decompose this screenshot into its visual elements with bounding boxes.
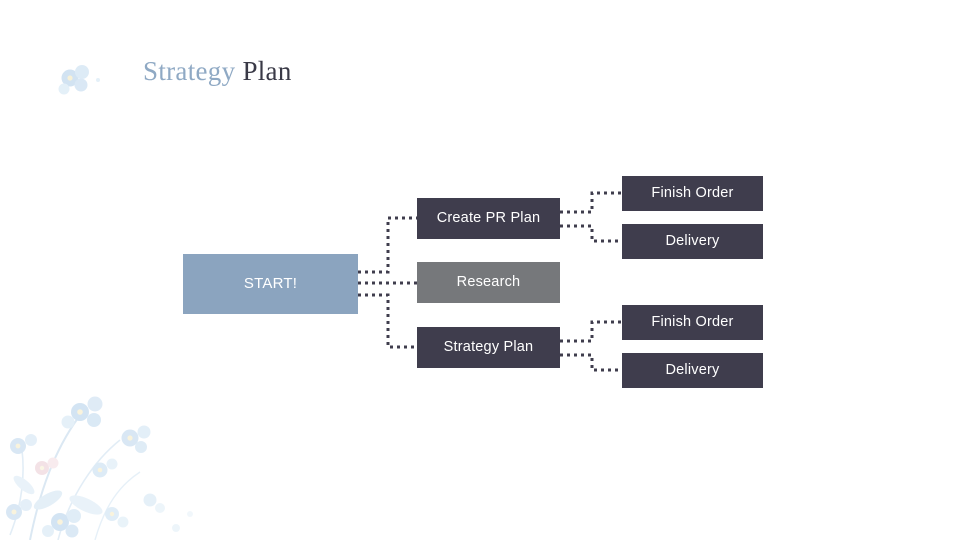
node-delivery-top[interactable]: Delivery: [622, 224, 763, 259]
page-title: Strategy Plan: [143, 56, 292, 87]
page-title-accent: Strategy: [143, 56, 236, 86]
node-create-pr-plan-label: Create PR Plan: [436, 210, 541, 227]
node-finish-order-top-label: Finish Order: [651, 185, 734, 202]
node-delivery-top-label: Delivery: [665, 233, 720, 250]
node-finish-order-bottom[interactable]: Finish Order: [622, 305, 763, 340]
page-title-rest: Plan: [235, 56, 292, 86]
node-finish-order-top[interactable]: Finish Order: [622, 176, 763, 211]
node-strategy-plan[interactable]: Strategy Plan: [417, 327, 560, 368]
node-research[interactable]: Research: [417, 262, 560, 303]
node-research-label: Research: [456, 274, 521, 291]
node-delivery-bottom[interactable]: Delivery: [622, 353, 763, 388]
node-start-label: START!: [243, 275, 298, 293]
node-start[interactable]: START!: [183, 254, 358, 314]
node-finish-order-bottom-label: Finish Order: [651, 314, 734, 331]
node-delivery-bottom-label: Delivery: [665, 362, 720, 379]
node-create-pr-plan[interactable]: Create PR Plan: [417, 198, 560, 239]
node-strategy-plan-label: Strategy Plan: [443, 339, 534, 356]
